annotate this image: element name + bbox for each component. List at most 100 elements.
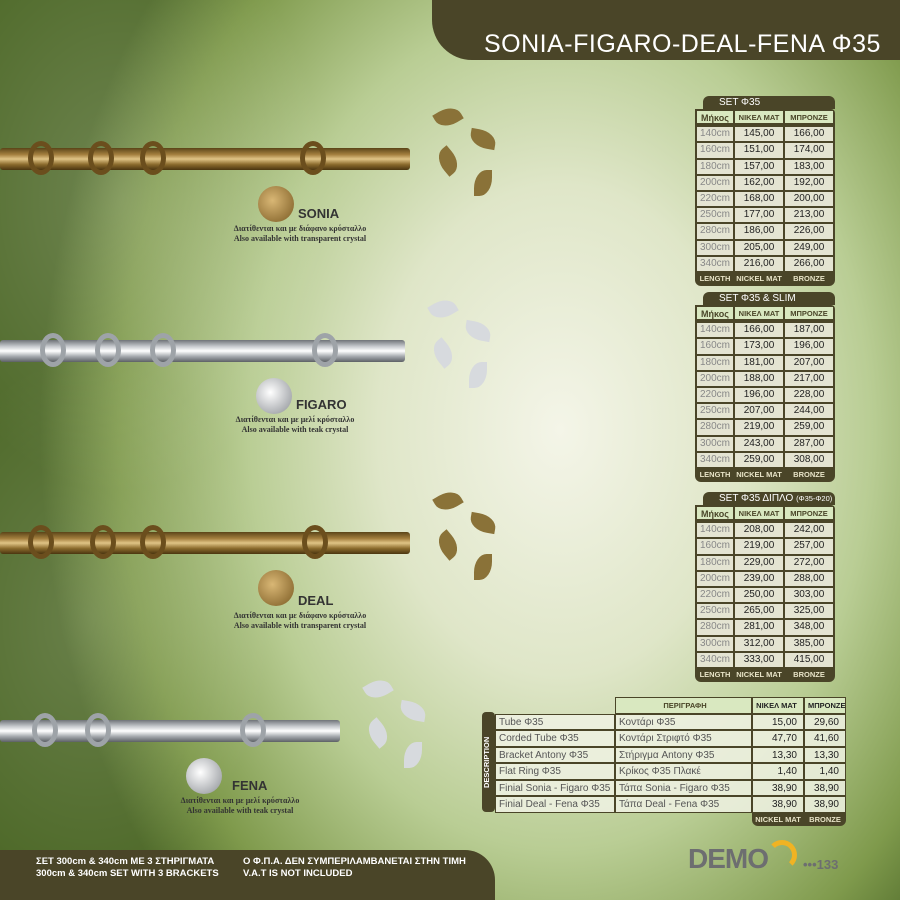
curtain-ring — [40, 333, 66, 367]
table-cell: 196,00 — [734, 386, 784, 404]
description-side-label: DESCRIPTION — [482, 712, 495, 812]
table-cell: 220cm — [696, 386, 734, 404]
table-cell: 140cm — [696, 126, 734, 143]
finial-leaf — [432, 102, 464, 132]
curtain-ring — [140, 141, 166, 175]
table-cell: 200,00 — [784, 190, 834, 208]
product-name: FENA — [232, 778, 268, 793]
table-cell: 266,00 — [784, 255, 834, 272]
curtain-ring — [85, 713, 111, 747]
table-cell: 196,00 — [784, 338, 834, 355]
curtain-ring — [312, 333, 338, 367]
table-cell: 242,00 — [784, 522, 834, 539]
table-cell: Flat Ring Φ35 — [495, 763, 615, 780]
note-greek: Διατίθενται και με διάφανο κρύσταλλο — [233, 611, 367, 620]
table-cell: 188,00 — [734, 370, 784, 387]
table-cell: 312,00 — [734, 635, 784, 652]
brand-logo: DEMO — [688, 843, 769, 874]
finial-leaf — [468, 127, 498, 151]
table-cell: 160cm — [696, 142, 734, 159]
note-greek: Διατίθενται και με διάφανο κρύσταλλο — [233, 224, 367, 233]
curtain-ring — [240, 713, 266, 747]
footer-bronze: BRONZE — [793, 669, 825, 679]
curtain-ring — [150, 333, 176, 367]
header-description: ΠΕΡΙΓΡΑΦΗ — [615, 697, 752, 714]
table-cell: 272,00 — [784, 554, 834, 571]
footer-bronze: BRONZE — [793, 273, 825, 283]
table-cell: 243,00 — [734, 435, 784, 452]
note-greek: Διατίθενται και με μελί κρύσταλλο — [180, 796, 300, 805]
table-cell: 29,60 — [804, 713, 846, 730]
table-cell: 308,00 — [784, 451, 834, 468]
table-cell: 200cm — [696, 370, 734, 387]
table-cell: 207,00 — [784, 354, 834, 371]
finial-leaf — [474, 554, 492, 580]
footer-bronze: BRONZE — [809, 814, 841, 824]
finial-leaf — [468, 511, 498, 535]
price-table-title: SET Φ35 & SLIM — [703, 292, 835, 305]
table-cell: 250,00 — [734, 586, 784, 604]
table-cell: 200cm — [696, 570, 734, 587]
header-bronze: ΜΠΡΟΝΖΕ — [784, 110, 834, 124]
footer-length: LENGTH — [699, 469, 731, 479]
table-cell: 259,00 — [734, 451, 784, 468]
table-cell: 340cm — [696, 451, 734, 468]
table-cell: 38,90 — [752, 796, 804, 813]
table-cell: 180cm — [696, 554, 734, 571]
table-cell: Κοντάρι Στριφτό Φ35 — [615, 730, 752, 747]
table-cell: 216,00 — [734, 255, 784, 272]
table-cell: 250cm — [696, 207, 734, 224]
table-title-sub: (Φ35-Φ20) — [796, 494, 833, 503]
table-cell: 219,00 — [734, 419, 784, 436]
finial-leaf — [432, 486, 464, 516]
footer-bronze: BRONZE — [793, 469, 825, 479]
table-title-text: SET Φ35 ΔΙΠΛΟ — [719, 493, 794, 504]
table-cell: Tube Φ35 — [495, 713, 615, 730]
footer-band — [0, 850, 495, 900]
table-cell: 1,40 — [752, 763, 804, 780]
description-footer-row: NICKEL MAT BRONZE — [752, 812, 846, 826]
description-header-row: ΠΕΡΙΓΡΑΦΗ ΝΙΚΕΛ ΜΑΤ ΜΠΡΟΝΖΕ — [615, 697, 846, 714]
curtain-rod — [0, 532, 410, 554]
table-cell: 208,00 — [734, 522, 784, 539]
header-nickel: ΝΙΚΕΛ ΜΑΤ — [734, 110, 784, 124]
curtain-ring — [28, 141, 54, 175]
curtain-ring — [302, 525, 328, 559]
table-cell: 213,00 — [784, 207, 834, 224]
finial-leaf — [432, 529, 464, 561]
curtain-ring — [28, 525, 54, 559]
curtain-ring — [90, 525, 116, 559]
table-cell: Finial Deal - Fena Φ35 — [495, 796, 615, 813]
table-title-text: SET Φ35 & SLIM — [719, 293, 796, 304]
table-cell: 177,00 — [734, 207, 784, 224]
table-cell: 157,00 — [734, 158, 784, 175]
note-english: Also available with transparent crystal — [233, 234, 367, 243]
table-cell: 415,00 — [784, 651, 834, 668]
header-bronze: ΜΠΡΟΝΖΕ — [784, 306, 834, 320]
product-name: FIGARO — [296, 397, 347, 412]
footer-length: LENGTH — [699, 669, 731, 679]
table-cell: 174,00 — [784, 142, 834, 159]
footer-nickel: NICKEL MAT — [736, 273, 782, 283]
finial-leaf — [474, 170, 492, 196]
table-cell: 220cm — [696, 586, 734, 604]
curtain-ring — [88, 141, 114, 175]
table-cell: 181,00 — [734, 354, 784, 371]
table-cell: 281,00 — [734, 619, 784, 636]
finial-leaf — [469, 362, 487, 388]
